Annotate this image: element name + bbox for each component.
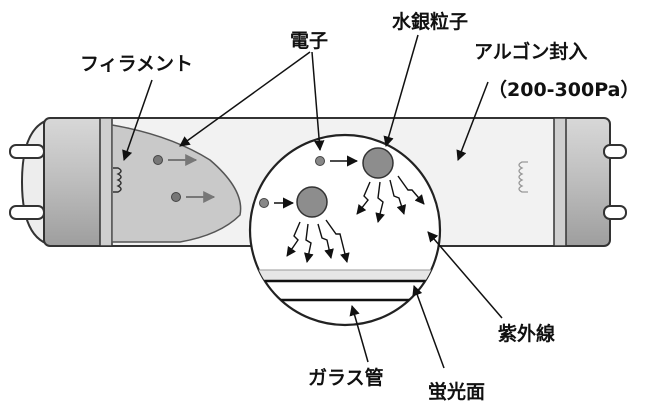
filament-pointer bbox=[122, 79, 153, 161]
uv-rays bbox=[286, 175, 425, 263]
glass-pointer bbox=[349, 304, 369, 363]
filament-coil-right bbox=[518, 161, 528, 193]
argon-pressure-label: （200-300Pa） bbox=[488, 78, 639, 101]
mercury-atom-1 bbox=[362, 147, 394, 179]
electron-label: 電子 bbox=[290, 30, 328, 52]
phosphor-label: 蛍光面 bbox=[428, 380, 485, 403]
tube-electrons bbox=[153, 154, 216, 203]
filament-coil-left bbox=[113, 167, 122, 193]
uv-label: 紫外線 bbox=[498, 322, 555, 345]
electron-pointer-a bbox=[179, 51, 311, 147]
phosphor-pointer bbox=[412, 285, 445, 369]
right-end-cap bbox=[553, 117, 611, 247]
mercury-pointer bbox=[383, 34, 419, 148]
electron-pointer-b bbox=[311, 51, 325, 152]
mercury-atom-2 bbox=[296, 186, 328, 218]
argon-pointer bbox=[456, 81, 489, 161]
glass-tube-label: ガラス管 bbox=[308, 366, 384, 389]
left-pins bbox=[9, 144, 45, 220]
phosphor-layer bbox=[250, 270, 440, 280]
argon-label: アルゴン封入 bbox=[474, 40, 587, 63]
mercury-atom-label: 水銀粒子 bbox=[392, 10, 468, 33]
discharge-glow bbox=[111, 124, 242, 243]
filament-label: フィラメント bbox=[80, 53, 193, 75]
right-pins bbox=[603, 144, 627, 220]
uv-pointer bbox=[427, 231, 503, 319]
leader-arrows bbox=[122, 34, 503, 369]
left-end-cap bbox=[20, 117, 113, 247]
